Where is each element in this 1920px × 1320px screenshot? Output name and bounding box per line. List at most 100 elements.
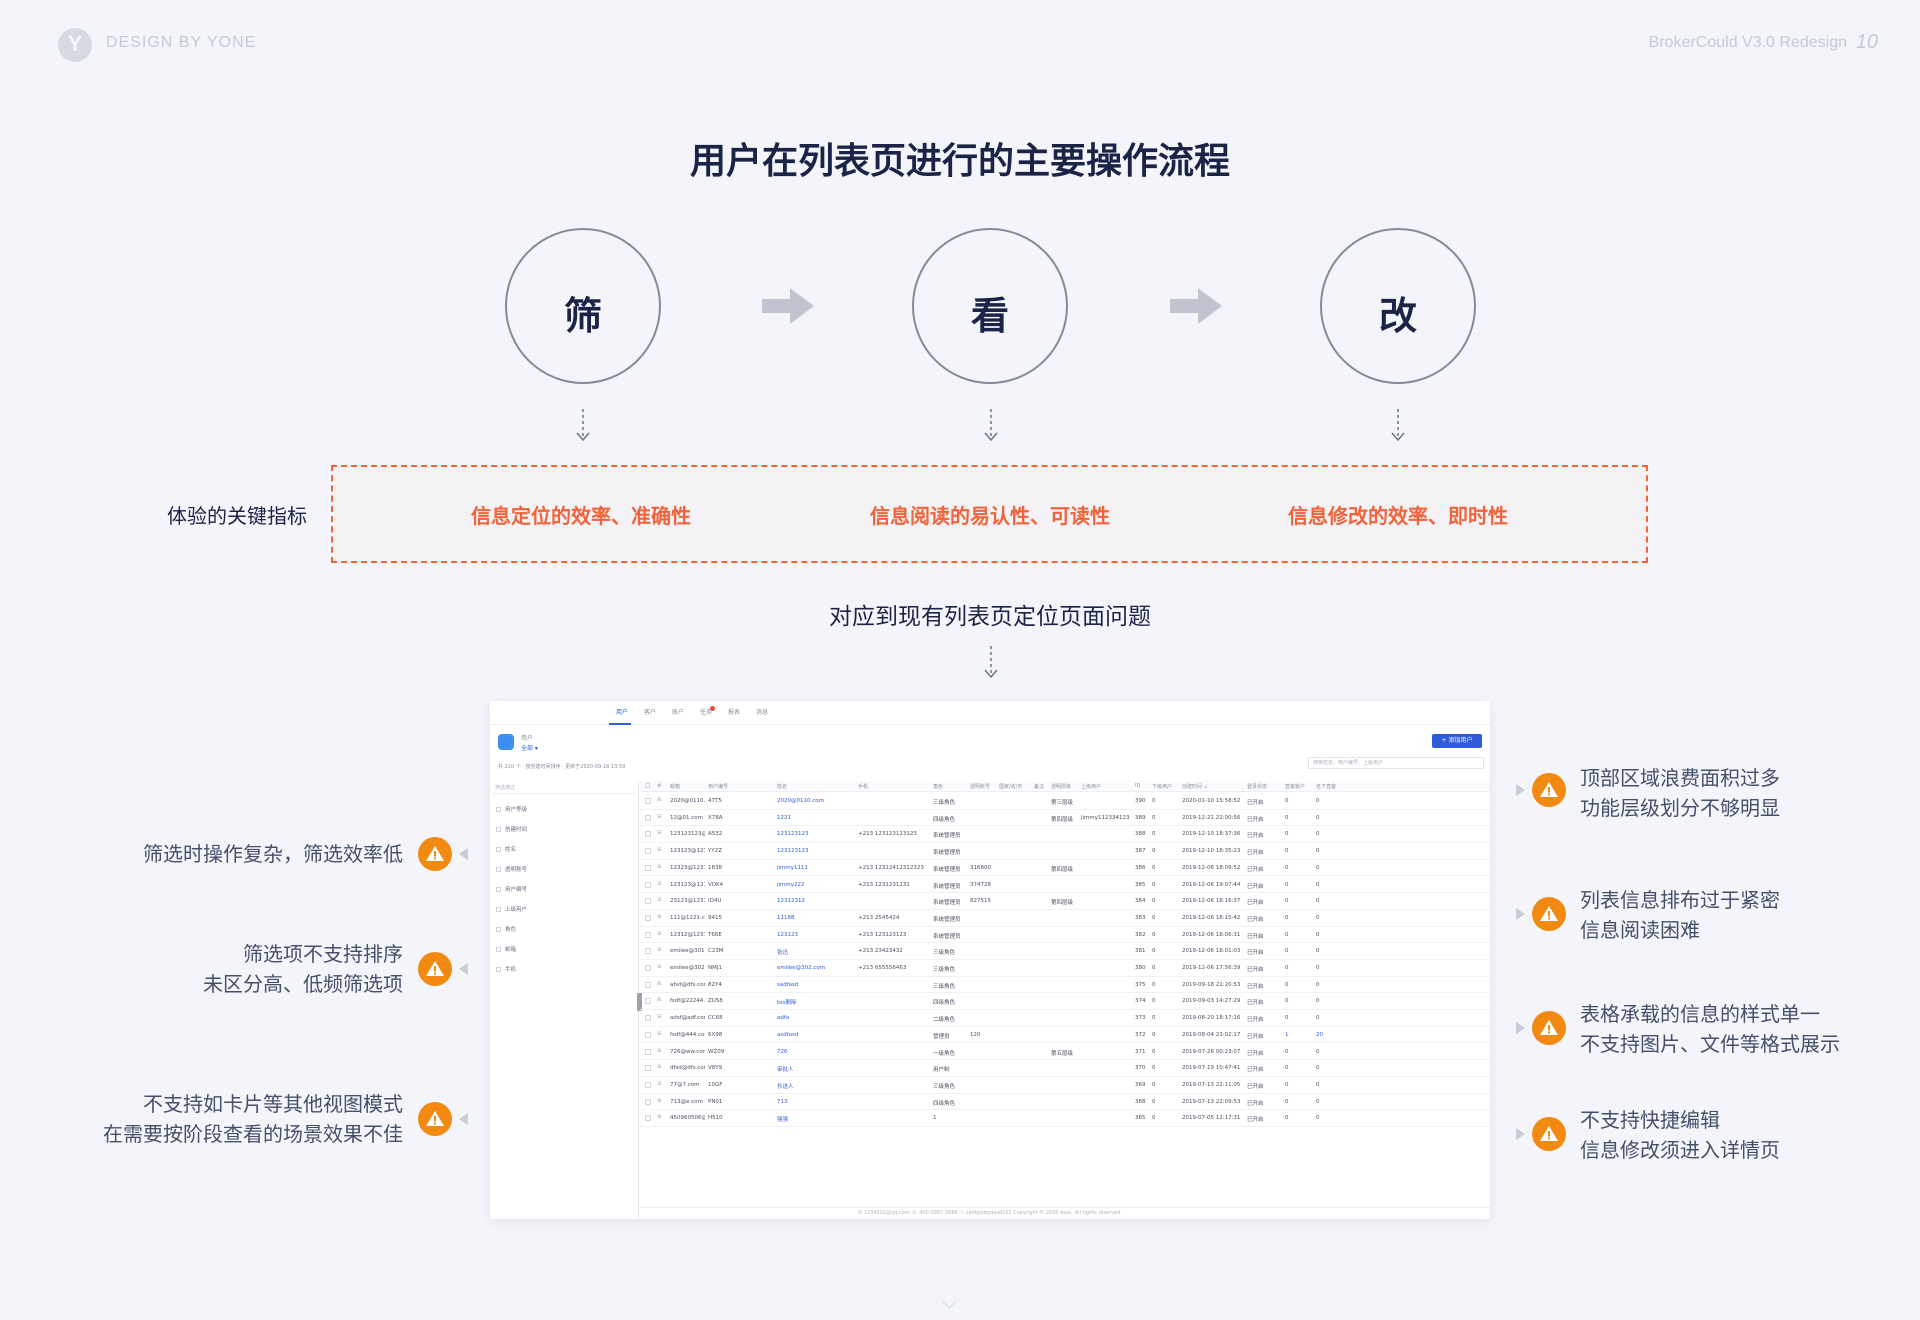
column-header[interactable]: 邮箱 (670, 784, 681, 790)
row-menu-icon[interactable]: ⊞ (657, 1047, 662, 1054)
table-cell[interactable]: asdfasd (777, 1031, 799, 1038)
column-header[interactable]: 国家/省/市 (999, 784, 1023, 790)
row-checkbox[interactable] (645, 848, 651, 855)
row-checkbox[interactable] (645, 898, 651, 905)
row-menu-icon[interactable]: ⊞ (657, 880, 662, 887)
filter-item[interactable]: 用户编号 (496, 885, 527, 893)
table-cell[interactable]: sadfasd (777, 981, 799, 988)
row-checkbox[interactable] (645, 998, 651, 1005)
column-header[interactable]: 登录状态 (1247, 784, 1268, 790)
tab-customers[interactable]: 客户 (644, 709, 657, 716)
row-menu-icon[interactable]: ⊞ (657, 1014, 662, 1021)
add-user-button[interactable]: + 添加用户 (1432, 734, 1482, 748)
row-menu-icon[interactable]: ⊞ (657, 797, 662, 803)
row-checkbox[interactable] (645, 1098, 651, 1105)
row-checkbox[interactable] (645, 965, 651, 971)
filter-item[interactable]: 手机 (496, 965, 516, 973)
table-cell[interactable]: jimmy222 (777, 881, 805, 888)
row-checkbox[interactable] (645, 1115, 651, 1122)
filter-item[interactable]: 邮箱 (496, 945, 516, 953)
table-row[interactable]: ⊞123123@1211123.comVOK4jimmy222+213 1231… (640, 877, 1490, 894)
column-header[interactable]: 创建时间 ⇣ (1182, 784, 1208, 790)
row-menu-icon[interactable]: ⊞ (657, 1064, 662, 1071)
table-cell[interactable]: 1221 (777, 814, 791, 821)
filter-item[interactable]: 透明账号 (496, 865, 527, 873)
row-menu-icon[interactable]: ⊞ (657, 813, 662, 820)
table-row[interactable]: ⊞fsdf@22244.comZU58tes删除四级角色37402019-09-… (640, 993, 1490, 1011)
column-header[interactable]: 下级用户 (1152, 784, 1173, 790)
row-menu-icon[interactable]: ⊞ (657, 1097, 662, 1104)
row-menu-icon[interactable]: ⊞ (657, 997, 662, 1004)
row-menu-icon[interactable]: ⊞ (657, 930, 662, 937)
table-cell[interactable]: emilee@302.com (777, 965, 826, 971)
table-row[interactable]: ⊞12312@123123123.comT66E123123+213 12312… (640, 927, 1490, 944)
row-checkbox[interactable] (645, 814, 651, 821)
table-row[interactable]: ⊞12323@123123.com1838jimmy1111+213 12312… (640, 860, 1490, 877)
row-menu-icon[interactable]: ⊞ (657, 847, 662, 854)
column-header[interactable]: 上级用户 (1081, 784, 1102, 790)
table-cell[interactable]: adfa (777, 1015, 790, 1022)
table-row[interactable]: ⊞dfsd@dfs.comV8Y9审批人用户制37002019-07-19 10… (640, 1060, 1490, 1077)
row-menu-icon[interactable]: ⊞ (657, 1080, 662, 1087)
table-row[interactable]: ⊞adsf@adf.comCC68adfa二级角色37302019-08-20 … (640, 1010, 1490, 1027)
row-checkbox[interactable] (645, 864, 651, 871)
tab-users[interactable]: 用户 (616, 709, 629, 716)
row-checkbox[interactable] (645, 931, 651, 938)
row-menu-icon[interactable]: ⊞ (657, 830, 662, 837)
row-checkbox[interactable] (645, 798, 651, 804)
table-row[interactable]: ⊞123123@123123.comYY2Z123123123系统管理员3870… (640, 843, 1490, 860)
table-cell[interactable]: 抄送人 (777, 1083, 794, 1090)
filter-item[interactable]: 用户等级 (496, 805, 527, 813)
row-menu-icon[interactable]: ⊞ (657, 947, 662, 954)
column-header[interactable]: 名下直客 (1316, 784, 1337, 790)
row-checkbox[interactable] (645, 1081, 651, 1088)
row-checkbox[interactable] (645, 1031, 651, 1038)
table-row[interactable]: ⊞23123@123123.comID4U12312312系统管理员827515… (640, 893, 1490, 910)
column-header[interactable]: 用户编号 (708, 784, 729, 790)
table-cell[interactable]: 12312312 (777, 898, 805, 905)
table-cell[interactable]: 2020@0110.com (777, 798, 824, 804)
filter-item[interactable]: 姓名 (496, 845, 516, 853)
filter-item[interactable]: 创建时间 (496, 825, 527, 833)
column-header[interactable]: 透明账号 (970, 784, 991, 790)
table-row[interactable]: ⊞afsd@dfs.com82Y4sadfasd三级角色37502019-09-… (640, 977, 1490, 994)
table-cell[interactable]: 123123 (777, 931, 798, 938)
table-cell[interactable]: 11188 (777, 914, 795, 921)
table-row[interactable]: ⊞emilee@302.comNMJ1emilee@302.com+213 65… (640, 960, 1490, 977)
column-header[interactable]: 直客账户 (1285, 784, 1306, 790)
column-header[interactable]: 角色 (933, 784, 944, 790)
column-header[interactable]: 姓名 (777, 784, 788, 790)
filter-search-input[interactable]: 筛选通过 (492, 781, 635, 794)
row-menu-icon[interactable]: ⊞ (657, 897, 662, 904)
row-checkbox[interactable] (645, 831, 651, 838)
search-input[interactable]: 搜索姓名、用户编号、上级用户 (1308, 757, 1484, 769)
select-all-checkbox[interactable] (645, 783, 650, 788)
table-cell[interactable]: jimmy1111 (777, 864, 809, 871)
column-header[interactable]: 备注 (1034, 784, 1045, 790)
table-cell[interactable]: 123123123 (777, 831, 809, 838)
row-checkbox[interactable] (645, 881, 651, 888)
row-menu-icon[interactable]: ⊞ (657, 863, 662, 870)
table-row[interactable]: ⊞fsdf@444.com6X98asdfasd管理员12037202019-0… (640, 1027, 1490, 1044)
filter-all-dropdown[interactable]: 全部 ▾ (521, 745, 538, 752)
row-menu-icon[interactable]: ⊞ (657, 964, 662, 970)
tab-messages[interactable]: 消息 (756, 709, 769, 716)
filter-item[interactable]: 角色 (496, 925, 516, 933)
table-row[interactable]: ⊞emilee@301.comC23M张迅+213 23423432三级角色38… (640, 943, 1490, 960)
tab-accounts[interactable]: 账户 (672, 709, 685, 716)
row-menu-icon[interactable]: ⊞ (657, 913, 662, 920)
table-cell[interactable]: 726 (777, 1048, 788, 1055)
column-header[interactable]: 透明层级 (1051, 784, 1072, 790)
table-cell[interactable]: 审批人 (777, 1067, 794, 1074)
row-checkbox[interactable] (645, 1015, 651, 1022)
sidebar-collapse-handle[interactable] (637, 993, 642, 1011)
column-header[interactable]: ID (1135, 783, 1141, 789)
table-cell[interactable]: 123123123 (777, 848, 809, 855)
row-checkbox[interactable] (645, 1048, 651, 1055)
table-row[interactable]: ⊞450960506@qq.comH510强强136502019-07-05 1… (640, 1110, 1490, 1127)
row-menu-icon[interactable]: ⊞ (657, 980, 662, 987)
tab-tasks[interactable]: 任务 (700, 709, 713, 716)
